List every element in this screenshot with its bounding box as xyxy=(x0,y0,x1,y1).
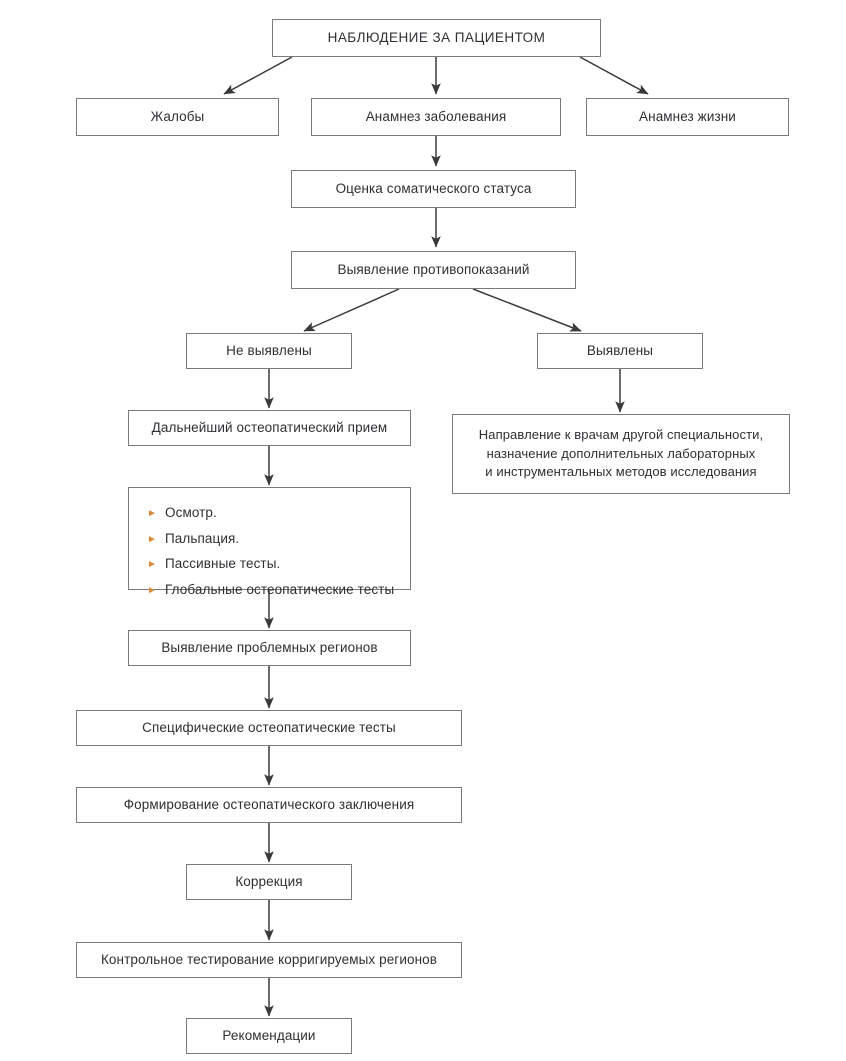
node-referral-to-other-specialists[interactable]: Направление к врачам другой специальност… xyxy=(452,414,790,494)
node-label: Дальнейший остеопатический прием xyxy=(151,419,388,435)
node-label: Выявление проблемных регионов xyxy=(161,639,378,655)
triangle-bullet-icon: ► xyxy=(147,559,157,571)
list-item: ► Пассивные тесты. xyxy=(147,551,400,577)
node-specific-osteopathic-tests[interactable]: Специфические остеопатические тесты xyxy=(76,710,462,746)
node-label: Выявление противопоказаний xyxy=(337,261,530,277)
node-detected[interactable]: Выявлены xyxy=(537,333,703,369)
node-not-detected[interactable]: Не выявлены xyxy=(186,333,352,369)
node-problem-regions-detection[interactable]: Выявление проблемных регионов xyxy=(128,630,411,666)
node-label: НАБЛЮДЕНИЕ ЗА ПАЦИЕНТОМ xyxy=(327,29,546,45)
node-control-testing[interactable]: Контрольное тестирование корригируемых р… xyxy=(76,942,462,978)
node-somatic-status-assessment[interactable]: Оценка соматического статуса xyxy=(291,170,576,208)
node-label: Жалобы xyxy=(150,108,205,124)
node-complaints[interactable]: Жалобы xyxy=(76,98,279,136)
triangle-bullet-icon: ► xyxy=(147,584,157,596)
node-label: Анамнез жизни xyxy=(639,108,736,124)
list-item: ► Глобальные остеопатические тесты xyxy=(147,577,400,603)
node-label: Контрольное тестирование корригируемых р… xyxy=(100,951,438,967)
node-contraindications-detection[interactable]: Выявление противопоказаний xyxy=(291,251,576,289)
node-recommendations[interactable]: Рекомендации xyxy=(186,1018,352,1054)
node-further-osteopathic-reception[interactable]: Дальнейший остеопатический прием xyxy=(128,410,411,446)
node-disease-history[interactable]: Анамнез заболевания xyxy=(311,98,561,136)
list-item: ► Осмотр. xyxy=(147,500,400,526)
referral-line-1: Направление к врачам другой специальност… xyxy=(478,426,764,442)
list-item: ► Пальпация. xyxy=(147,526,400,552)
node-label: Анамнез заболевания xyxy=(365,108,507,124)
node-osteopathic-conclusion[interactable]: Формирование остеопатического заключения xyxy=(76,787,462,823)
triangle-bullet-icon: ► xyxy=(147,508,157,519)
referral-line-3: и инструментальных методов исследования xyxy=(485,464,757,480)
list-item-label: Пальпация. xyxy=(165,530,240,546)
triangle-bullet-icon: ► xyxy=(147,533,157,545)
referral-line-2: назначение дополнительных лабораторных xyxy=(486,445,756,461)
list-item-label: Глобальные остеопатические тесты xyxy=(165,581,395,597)
list-item-label: Осмотр. xyxy=(165,505,217,520)
node-label: Оценка соматического статуса xyxy=(335,180,532,196)
node-label: Формирование остеопатического заключения xyxy=(123,796,415,812)
node-label: Рекомендации xyxy=(222,1027,316,1043)
node-label: Не выявлены xyxy=(226,342,312,358)
node-examination-checklist[interactable]: ► Осмотр. ► Пальпация. ► Пассивные тесты… xyxy=(128,487,411,597)
node-life-history[interactable]: Анамнез жизни xyxy=(586,98,789,136)
node-label: Коррекция xyxy=(235,873,303,889)
node-label: Выявлены xyxy=(586,342,654,358)
node-label: Специфические остеопатические тесты xyxy=(142,719,396,735)
node-patient-observation[interactable]: НАБЛЮДЕНИЕ ЗА ПАЦИЕНТОМ xyxy=(272,19,601,57)
list-item-label: Пассивные тесты. xyxy=(165,556,281,572)
node-correction[interactable]: Коррекция xyxy=(186,864,352,900)
